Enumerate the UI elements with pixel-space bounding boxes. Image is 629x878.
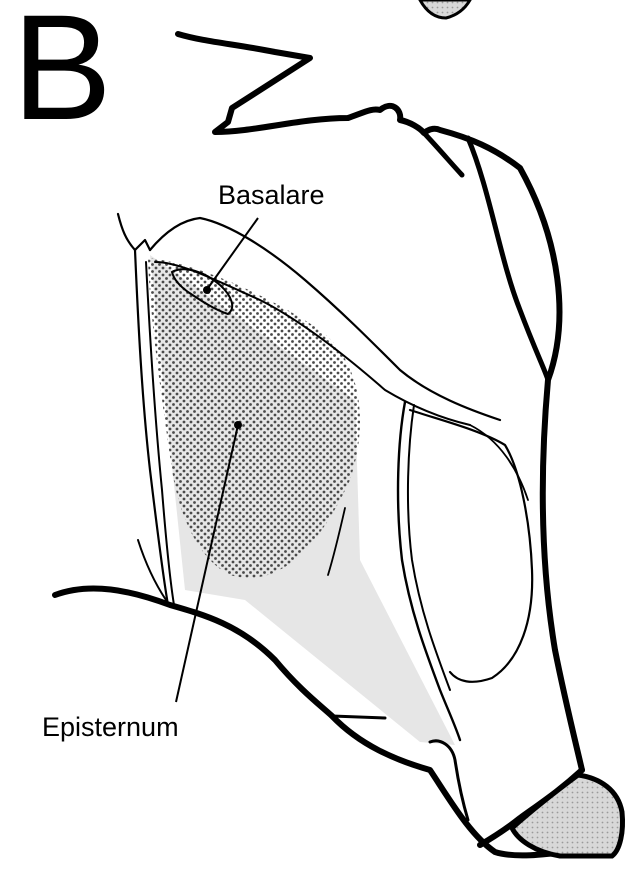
episternum-label: Episternum (42, 712, 179, 743)
basalare-label: Basalare (218, 180, 325, 211)
lower-tick (332, 716, 385, 718)
basalare-leader-line (208, 218, 258, 288)
inner-right-ridge (424, 133, 548, 380)
right-plate-outline (410, 410, 532, 682)
pleural-suture-right (408, 405, 450, 690)
top-gray-patch (420, 0, 470, 18)
right-plate-inner (470, 425, 528, 500)
panel-letter: B (12, 0, 112, 142)
bottom-gray-patch (512, 775, 623, 856)
left-spike (118, 214, 150, 250)
